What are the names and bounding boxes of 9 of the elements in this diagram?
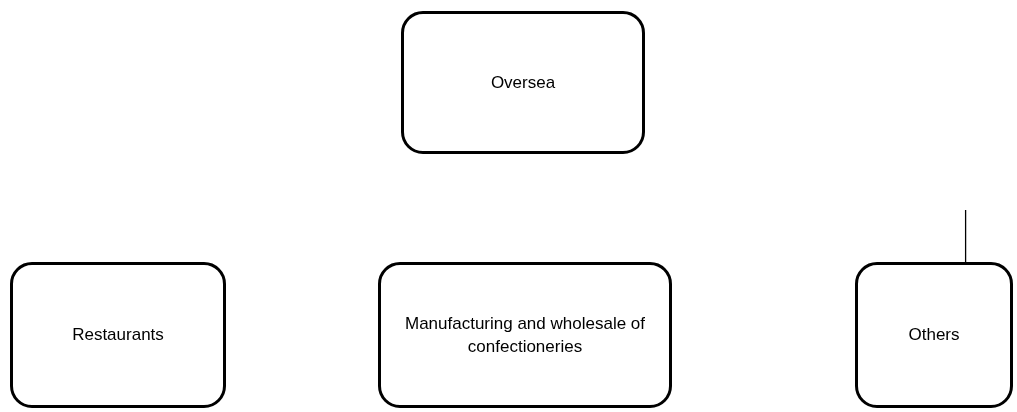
- rounded-box: [855, 262, 1013, 408]
- connector-line: [964, 209, 967, 263]
- box-label: Others: [908, 324, 960, 347]
- box-label: Manufacturing and wholesale of confectioneries: [403, 312, 646, 358]
- box-label: Restaurants: [72, 324, 164, 347]
- box-label: Oversea: [490, 71, 556, 94]
- rounded-box: [401, 11, 645, 154]
- rounded-box: [10, 262, 226, 408]
- rounded-box: [378, 262, 672, 408]
